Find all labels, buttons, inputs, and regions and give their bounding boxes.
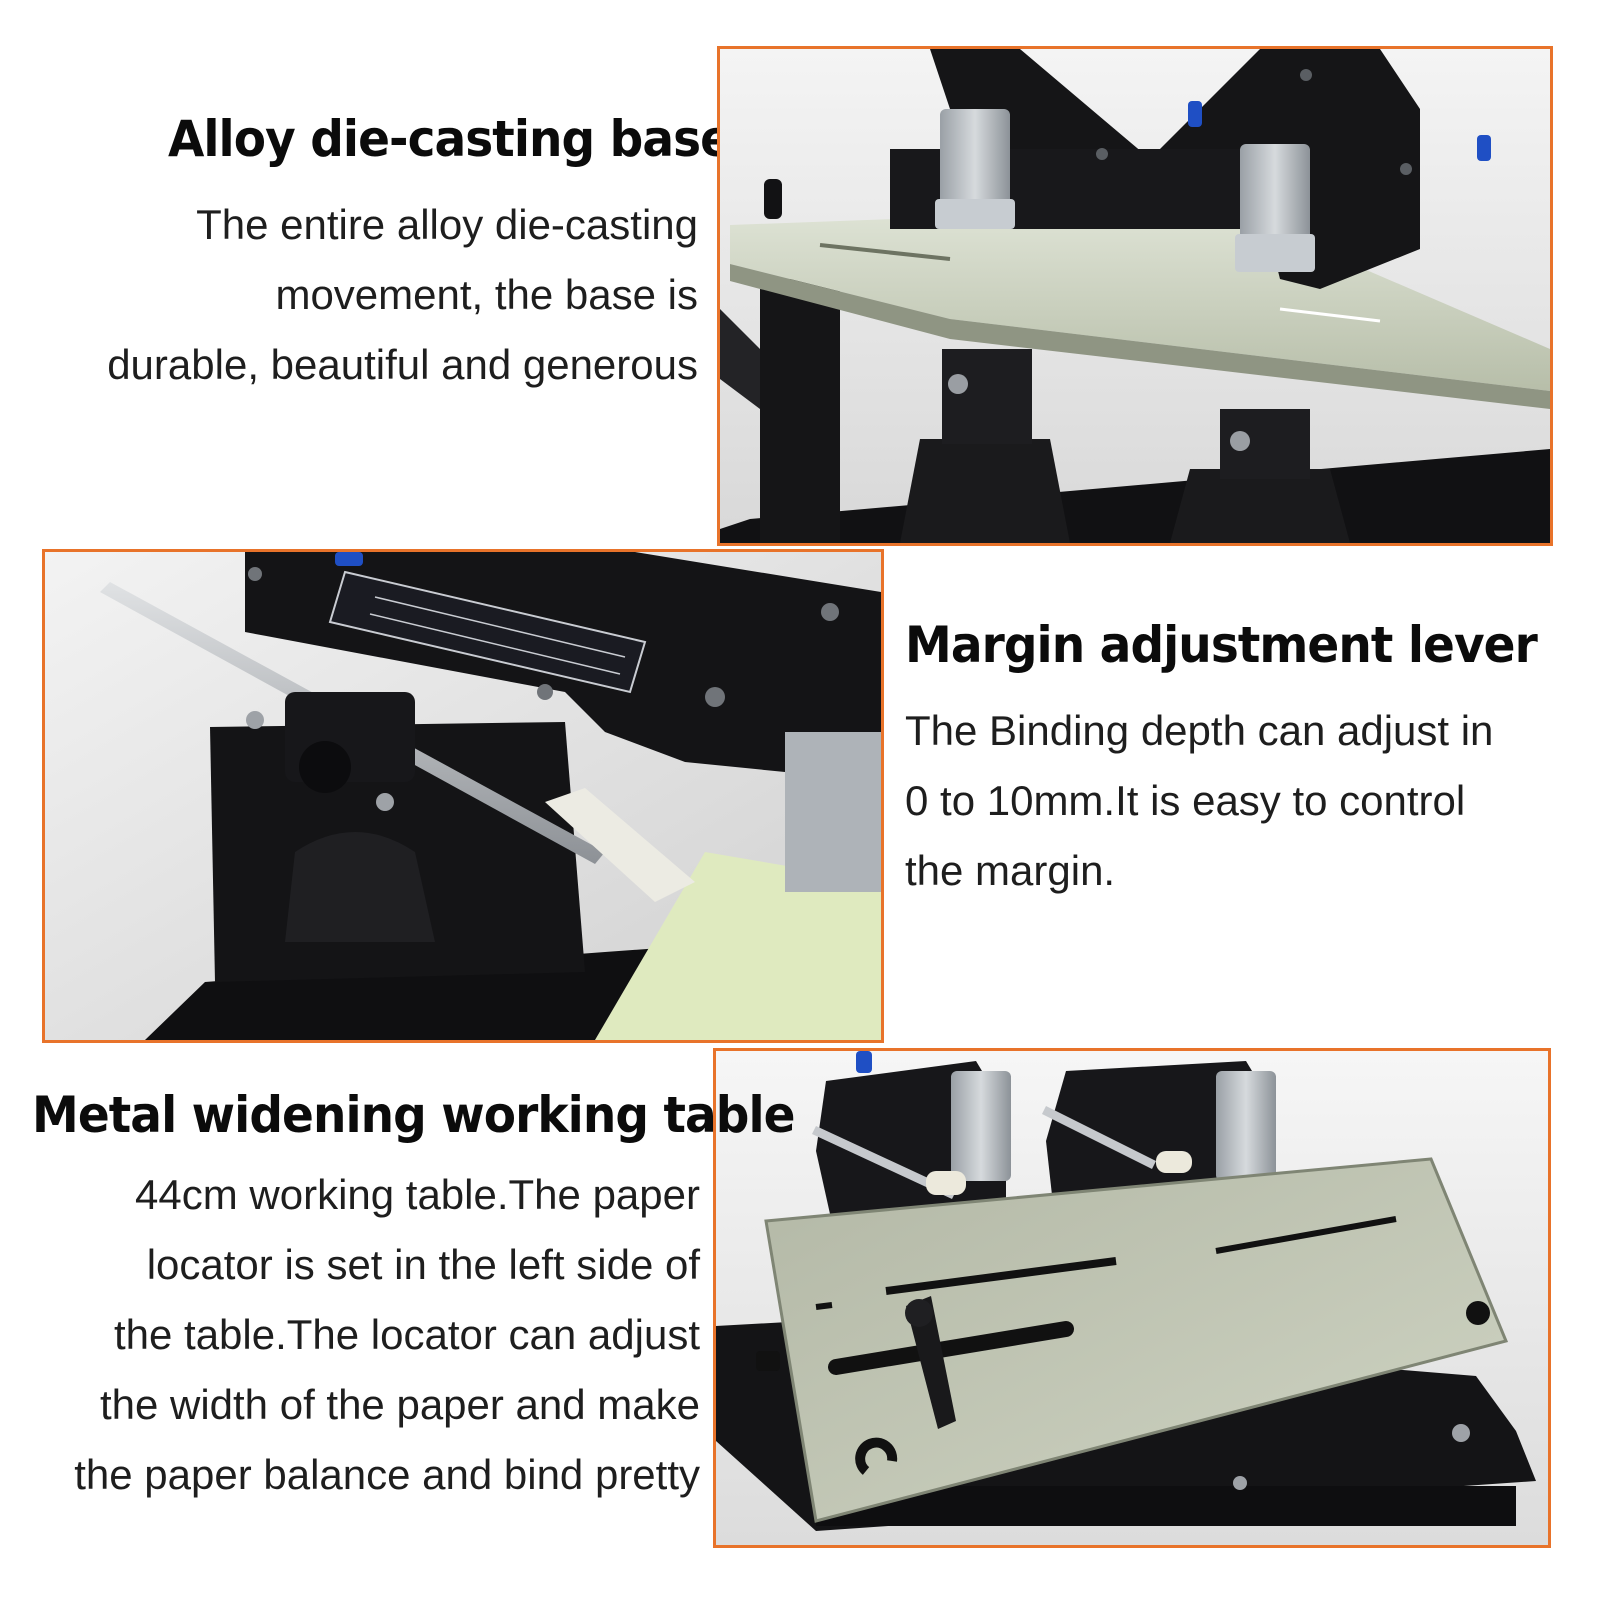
description-line: The entire alloy die-casting [196,201,698,248]
description-line: the margin. [905,847,1116,894]
product-photo-alloy-base [717,46,1553,546]
product-photo-margin-lever [42,549,884,1043]
feature-description-working-table: 44cm working table.The paper locator is … [74,1160,700,1510]
description-line: 0 to 10mm.It is easy to control [905,777,1466,824]
description-line: the table.The locator can adjust [113,1311,700,1358]
description-line: the width of the paper and make [99,1381,700,1428]
description-line: the paper balance and bind pretty [74,1451,700,1498]
description-line: The Binding depth can adjust in [905,707,1494,754]
description-line: 44cm working table.The paper [135,1171,700,1218]
feature-title-working-table: Metal widening working table [32,1086,796,1144]
feature-description-margin-lever: The Binding depth can adjust in 0 to 10m… [905,696,1493,906]
product-photo-working-table [713,1048,1551,1548]
feature-description-alloy-base: The entire alloy die-casting movement, t… [107,190,698,400]
feature-title-alloy-base: Alloy die-casting base [167,110,732,168]
description-line: durable, beautiful and generous [107,341,698,388]
description-line: locator is set in the left side of [146,1241,700,1288]
feature-title-margin-lever: Margin adjustment lever [905,616,1538,674]
description-line: movement, the base is [275,271,698,318]
